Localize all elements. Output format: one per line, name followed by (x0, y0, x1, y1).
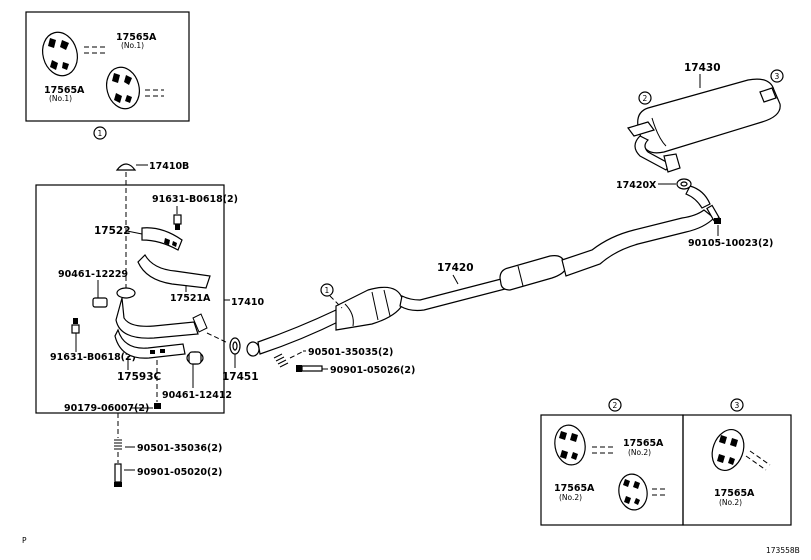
inset-3-box: 17565A (No.2) 3 (682, 398, 792, 526)
label-90501-35036: 90501-35036(2) (137, 443, 222, 454)
diagram-id-label: 173558B (766, 546, 800, 555)
corner-p-label: P (22, 536, 27, 545)
inset-3-tag: 3 (735, 401, 740, 410)
label-17430: 17430 (684, 62, 721, 74)
hanger-17565a-no2-right[interactable] (616, 472, 650, 512)
hanger-17565a-no2-left[interactable] (552, 423, 588, 468)
gasket-17451[interactable] (229, 337, 241, 355)
hanger-17565a-no2-inset3[interactable] (707, 425, 750, 475)
label-17565a-inset2-right: 17565A (623, 438, 664, 449)
label-17565a-inset1-top-note: (No.1) (121, 41, 144, 50)
front-pipe-box: 17410 (35, 184, 264, 414)
spring-90501-35036[interactable] (114, 439, 122, 450)
circle-tag-3-muffler: 3 (775, 72, 780, 81)
insulator-17521a[interactable] (137, 254, 211, 289)
label-17522: 17522 (94, 225, 131, 237)
bolt-90105-10023[interactable] (706, 204, 721, 224)
inset-1-box: 17565A (No.1) 17565A (No.1) 1 (25, 11, 190, 140)
label-90461-12412: 90461-12412 (162, 390, 232, 401)
label-90501-35035: 90501-35035(2) (308, 347, 393, 358)
label-17565a-inset1-bot: 17565A (44, 85, 85, 96)
label-17410b: 17410B (149, 161, 189, 172)
label-17451: 17451 (222, 371, 259, 383)
bolt-91631-top[interactable] (173, 214, 182, 230)
label-90179: 90179-06007(2) (64, 403, 149, 414)
spring-90501-35035[interactable] (273, 353, 289, 368)
label-17565a-inset2-right-note: (No.2) (628, 448, 651, 457)
inset-2-tag: 2 (613, 401, 618, 410)
insulator-17522[interactable] (141, 227, 183, 251)
circle-tag-1-pipe: 1 (325, 286, 330, 295)
label-17420x: 17420X (616, 180, 657, 191)
gasket-17420x[interactable] (676, 178, 692, 190)
gasket-17410b[interactable]: 17410B (115, 161, 189, 172)
label-17521a: 17521A (170, 293, 211, 304)
bolt-91631-bottom[interactable] (71, 318, 80, 334)
label-17565a-inset3: 17565A (714, 488, 755, 499)
label-17410: 17410 (231, 297, 264, 308)
front-pipe-17410[interactable] (115, 287, 208, 339)
bolt-90901-05026[interactable] (296, 365, 323, 372)
bracket-17593c[interactable] (114, 328, 186, 359)
label-17565a-inset3-note: (No.2) (719, 498, 742, 507)
label-90901-05026: 90901-05026(2) (330, 365, 415, 376)
label-17565a-inset1-bot-note: (No.1) (49, 94, 72, 103)
label-91631-top: 91631-B0618(2) (152, 194, 238, 205)
hanger-17565a-no1-right[interactable] (102, 64, 144, 113)
hanger-17565a-no1-left[interactable] (38, 28, 82, 79)
muffler-17430[interactable] (627, 78, 781, 173)
label-90461-12229: 90461-12229 (58, 269, 128, 280)
bolt-90901-05020[interactable] (114, 463, 122, 487)
label-17593c: 17593C (117, 371, 162, 383)
clamp-90461-12412[interactable] (186, 351, 204, 365)
label-17565a-inset1-top: 17565A (116, 32, 157, 43)
nut-90179[interactable] (154, 403, 161, 409)
circle-tag-2-muffler: 2 (643, 94, 648, 103)
label-17565a-inset2-left-note: (No.2) (559, 493, 582, 502)
inset-1-tag: 1 (98, 129, 103, 138)
label-91631-bottom: 91631-B0618(2) (50, 352, 136, 363)
inset-2-box: 17565A (No.2) 17565A (No.2) 2 (540, 398, 684, 526)
label-17420: 17420 (437, 262, 474, 274)
label-90901-05020: 90901-05020(2) (137, 467, 222, 478)
label-17565a-inset2-left: 17565A (554, 483, 595, 494)
clamp-90461-12229[interactable] (92, 297, 108, 308)
center-pipe-17420[interactable] (246, 185, 715, 357)
label-90105-10023: 90105-10023(2) (688, 238, 773, 249)
